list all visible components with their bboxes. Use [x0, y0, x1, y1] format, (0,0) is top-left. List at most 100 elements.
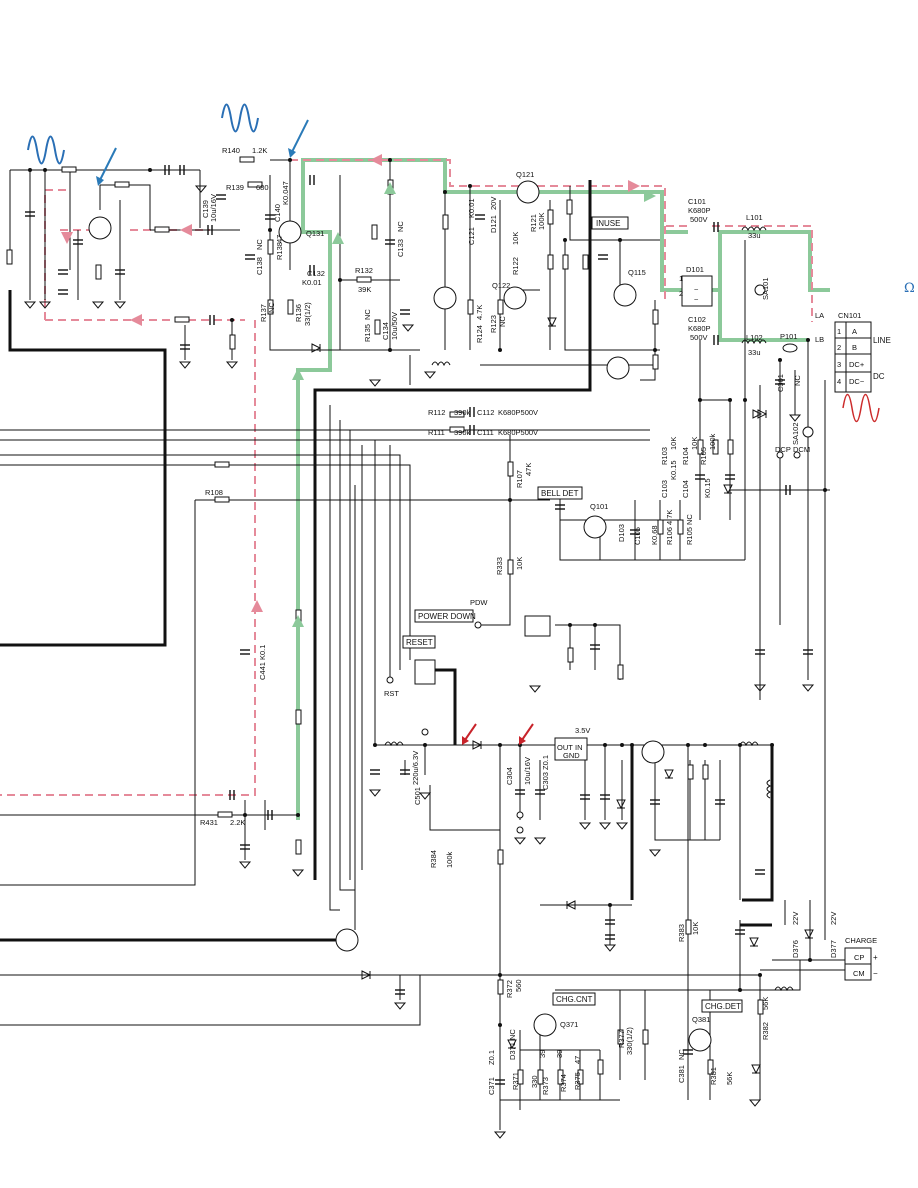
r384-value: 100k — [445, 851, 454, 868]
r136-label: R136 — [294, 304, 303, 322]
d371-value: NC — [508, 1029, 517, 1040]
dc-label: DC — [873, 372, 885, 381]
r103-label: R103 — [660, 447, 669, 465]
cn101-signal-a: A — [852, 327, 857, 336]
power-bus — [0, 180, 774, 942]
cn101-signal-dcp: DC+ — [849, 360, 865, 369]
q371-label: Q371 — [560, 1020, 578, 1029]
c111-label: C111 — [477, 428, 494, 437]
q121-label: Q121 — [516, 170, 534, 179]
net-pdw: PDW — [470, 598, 488, 607]
c138-value: NC — [255, 239, 264, 250]
r135-value: NC — [363, 309, 372, 320]
cn101-label: CN101 — [838, 311, 861, 320]
r105b-label: R105 — [685, 527, 694, 545]
l102-label: L102 — [746, 333, 763, 342]
c441-label: C441 — [258, 662, 267, 680]
r123-value: NC — [498, 316, 507, 327]
d376-label: D376 — [791, 940, 800, 958]
p101-label: P101 — [780, 332, 798, 341]
net-3v5: 3.5V — [575, 726, 590, 735]
blue-arrow-2 — [288, 119, 309, 158]
r123-label: R123 — [489, 315, 498, 333]
c140-value: K0.047 — [281, 181, 290, 205]
inuse-box: INUSE — [596, 219, 620, 228]
cn101-pin-3: 3 — [837, 360, 841, 369]
cn101-signal-dcm: DC− — [849, 377, 865, 386]
r384-label: R384 — [429, 850, 438, 868]
diode-inductor-symbols — [311, 226, 814, 1075]
red-arrow-2 — [519, 723, 534, 745]
q381-label: Q381 — [692, 1015, 710, 1024]
r107-label: R107 — [515, 470, 524, 488]
sa101-label: SA101 — [761, 277, 770, 300]
r373-value: 39 — [538, 1050, 547, 1058]
c102-voltage: 500V — [690, 333, 708, 342]
r372-value: 560 — [514, 979, 523, 992]
reset-box: RESET — [406, 638, 433, 647]
cn101-signal-b: B — [852, 343, 857, 352]
r106-value: 4.7K — [665, 510, 674, 525]
c121-value: K0.01 — [467, 198, 476, 218]
connector-cn101: CN101 1 2 3 4 A B DC+ DC− LINE DC — [834, 311, 891, 393]
r124-label: R124 — [475, 325, 484, 343]
c371-label: C371 — [487, 1077, 496, 1095]
resistor-symbols — [6, 156, 764, 1085]
l101-label: L101 — [746, 213, 763, 222]
red-sine-wave — [842, 393, 880, 423]
c301-label: C301 — [776, 374, 785, 392]
part-labels: R140 1.2K R139 680 C139 10u/16V C140 K0.… — [200, 146, 838, 1095]
power-down-box: POWER DOWN — [418, 612, 476, 621]
r103-value: 10K — [669, 437, 678, 450]
r374-value: 39 — [555, 1050, 564, 1058]
d376-value: 22V — [791, 912, 800, 925]
c102-label: C102 — [688, 315, 706, 324]
ohm-symbol: Ω — [904, 281, 915, 296]
left-circuit-wiring — [0, 169, 650, 1026]
r138-label: R138 — [275, 242, 284, 260]
r105b-value: NC — [685, 514, 694, 525]
transistor-symbols — [88, 180, 712, 1052]
cn101-pin-2: 2 — [837, 343, 841, 352]
net-labels: PDW RST DCP DCM LA LB 3.5V OUT IN GND — [384, 311, 824, 760]
c104-value: K0.15 — [703, 478, 712, 498]
component-boxes: ~ ~ 1 2 — [386, 274, 814, 834]
net-dcm: DCM — [793, 445, 810, 454]
blue-arrow-1 — [96, 147, 117, 186]
c501-value: 220u/6.3V — [411, 751, 420, 785]
c111-value: K680P500V — [498, 428, 538, 437]
q101-label: Q101 — [590, 502, 608, 511]
r132-value: 39K — [358, 285, 371, 294]
svg-text:~: ~ — [694, 295, 699, 304]
r112-value: 390k — [454, 408, 471, 417]
r107-value: 47K — [524, 463, 533, 476]
r382-value: 56K — [761, 997, 770, 1010]
blue-sine-wave-1 — [27, 135, 65, 165]
net-la: LA — [815, 311, 824, 320]
r140-value: 1.2K — [252, 146, 267, 155]
r104-label: R104 — [681, 447, 690, 465]
r431-label: R431 — [200, 818, 218, 827]
r373-label: R373 — [541, 1077, 550, 1095]
c101-voltage: 500V — [690, 215, 708, 224]
c303-label: C303 — [541, 772, 550, 790]
c101-label: C101 — [688, 197, 706, 206]
cn101-pin-4: 4 — [837, 377, 841, 386]
c139-value: 10u/16V — [209, 194, 218, 222]
r140-label: R140 — [222, 146, 240, 155]
bell-det-box: BELL DET — [541, 489, 579, 498]
c441-value: K0.1 — [258, 645, 267, 660]
r105-value: 100k — [708, 433, 717, 450]
r111-value: 390k — [454, 428, 471, 437]
blue-sine-wave-2 — [221, 103, 259, 133]
function-boxes: INUSE BELL DET POWER DOWN RESET CHG.CNT … — [402, 216, 743, 1013]
d103-label: D103 — [617, 524, 626, 542]
r383-label: R383 — [677, 924, 686, 942]
d377-label: D377 — [829, 940, 838, 958]
c133-label: C133 — [396, 239, 405, 257]
r371-value: 330 — [530, 1075, 539, 1088]
r381-label: R381 — [709, 1067, 718, 1085]
r139-label: R139 — [226, 183, 244, 192]
r372-label: R372 — [505, 980, 514, 998]
d377-value: 22V — [829, 912, 838, 925]
